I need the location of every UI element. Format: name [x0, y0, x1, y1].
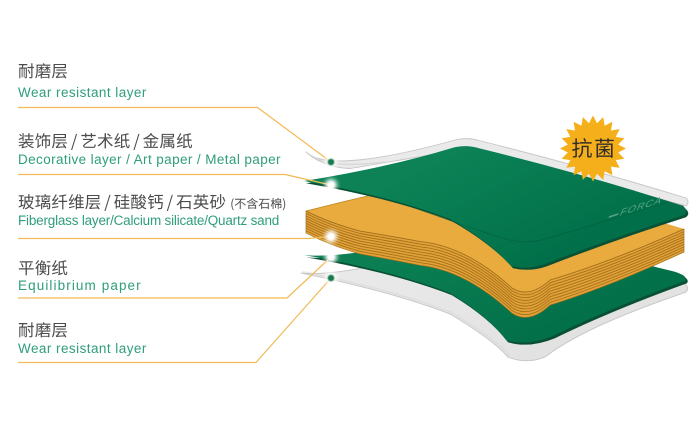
label-en: Equilibrium paper	[18, 278, 142, 293]
slab-sheet-stripe	[305, 230, 685, 316]
label-zh: 装饰层 / 艺术纸 / 金属纸	[18, 128, 193, 152]
slab-front-edge-line	[305, 210, 685, 293]
leader-line-4	[18, 256, 332, 299]
badge-starburst	[560, 115, 626, 182]
label-equilibrium-paper: 平衡纸 Equilibrium paper	[18, 255, 142, 294]
label-wear-resistant-bottom: 耐磨层 Wear resistant layer	[18, 317, 147, 357]
marker-dot	[327, 233, 335, 240]
layer-markers	[325, 156, 337, 284]
marker-dot	[327, 253, 335, 261]
antibacterial-badge: 抗菌	[560, 115, 626, 182]
marker-dot	[327, 181, 335, 189]
slab-sheet-stripe	[305, 215, 685, 299]
label-decorative-layer: 装饰层 / 艺术纸 / 金属纸 Decorative layer / Art p…	[18, 128, 281, 168]
label-zh: 耐磨层	[18, 58, 69, 82]
sheet-face	[305, 138, 689, 207]
label-zh: 玻璃纤维层 / 硅酸钙 / 石英砂(不含石棉)	[18, 189, 287, 213]
slab-sheet-stripe	[305, 225, 685, 310]
marker-fiberglass	[325, 230, 337, 243]
marker-equilibrium	[325, 251, 337, 263]
slab-sheet-stripe	[305, 217, 685, 301]
marker-wear-top	[325, 156, 337, 168]
sheet-face	[304, 146, 687, 268]
label-zh: 耐磨层	[18, 317, 69, 341]
marker-wear-bottom	[325, 272, 337, 284]
slab-sheet-stripe	[305, 220, 685, 304]
sheet-curl-shadow	[305, 151, 386, 166]
leader-line-5	[18, 277, 332, 364]
label-wear-resistant-top: 耐磨层 Wear resistant layer	[18, 61, 147, 100]
marker-dot	[327, 158, 335, 166]
label-fiberglass-layer: 玻璃纤维层 / 硅酸钙 / 石英砂(不含石棉) Fiberglass layer…	[18, 192, 286, 228]
slab-sheet-stripe	[305, 222, 685, 307]
slab-sheet-stripe	[305, 212, 685, 296]
sheet-decorative-layer: FORCA	[304, 146, 689, 270]
leader-line-3	[18, 235, 332, 240]
label-en: Wear resistant layer	[18, 84, 147, 100]
label-en: Wear resistant layer	[18, 341, 147, 356]
marker-dot	[327, 274, 335, 282]
marker-decorative	[325, 179, 337, 191]
sheet-edge-highlight	[302, 270, 511, 356]
label-zh-note: (不含石棉)	[230, 195, 287, 212]
label-en: Decorative layer / Art paper / Metal pap…	[18, 152, 281, 167]
label-zh: 平衡纸	[18, 255, 69, 279]
badge-text: 抗菌	[572, 133, 617, 163]
sheet-inset-line	[394, 200, 669, 243]
leader-line-2	[18, 173, 332, 186]
brand-dash	[608, 213, 619, 218]
leader-line-1	[18, 106, 332, 163]
label-en: Fiberglass layer/Calcium silicate/Quartz…	[18, 212, 280, 228]
slab-sheet-stripe	[305, 227, 685, 313]
leader-lines	[18, 106, 332, 364]
